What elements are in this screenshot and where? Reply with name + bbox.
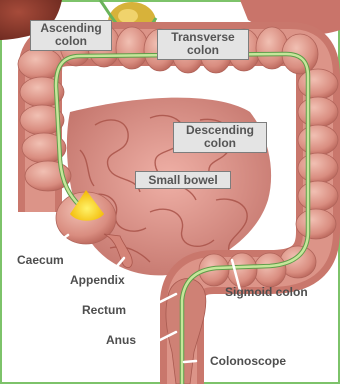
colonoscope-label: Colonoscope xyxy=(210,355,286,368)
small-bowel-label: Small bowel xyxy=(135,171,231,189)
gallbladder-highlight xyxy=(118,9,138,23)
sigmoid-colon-label: Sigmoid colon xyxy=(225,286,308,299)
rectum-label: Rectum xyxy=(82,304,126,317)
ascending-colon-label: Ascending colon xyxy=(30,20,112,51)
anus-label: Anus xyxy=(106,334,136,347)
appendix-label: Appendix xyxy=(70,274,125,287)
descending-colon-label: Descending colon xyxy=(173,122,267,153)
transverse-colon-label: Transverse colon xyxy=(157,29,249,60)
caecum-label: Caecum xyxy=(17,254,64,267)
